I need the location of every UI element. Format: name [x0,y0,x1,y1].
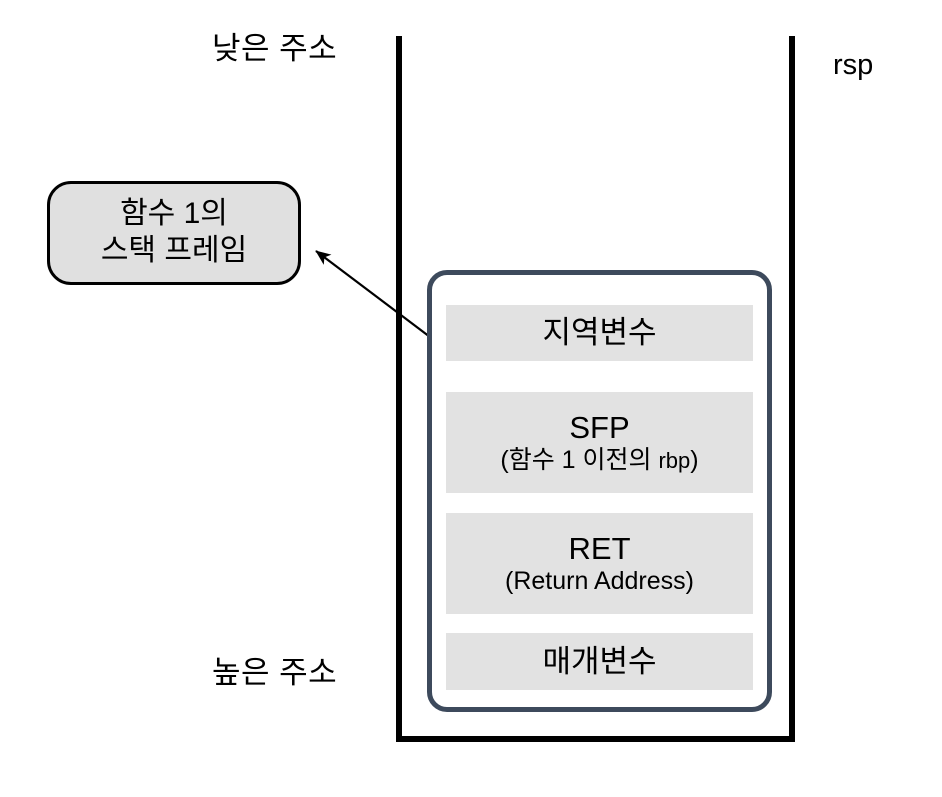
slot-local-variables-title: 지역변수 [542,315,657,351]
slot-saved-frame-pointer: SFP (함수 1 이전의 rbp) [446,392,753,493]
rsp-register-label: rsp [833,49,874,81]
slot-sfp-subtitle: (함수 1 이전의 rbp) [500,445,698,475]
slot-ret-subtitle: (Return Address) [505,567,694,596]
callout-leader-arrow [315,250,431,338]
slot-sfp-subtitle-suffix: ) [690,446,699,475]
slot-sfp-subtitle-register: rbp [658,448,691,474]
slot-local-variables: 지역변수 [446,305,753,361]
high-address-label: 높은 주소 [212,655,338,690]
stack-bottom-boundary-line [396,736,795,742]
slot-sfp-title: SFP [569,409,630,445]
stack-left-boundary-line [396,36,402,742]
slot-return-address: RET (Return Address) [446,513,753,614]
slot-parameters: 매개변수 [446,633,753,690]
slot-ret-title: RET [568,530,631,566]
slot-sfp-subtitle-prefix: (함수 1 이전의 [500,446,659,475]
callout-line-2: 스택 프레임 [100,234,248,267]
stack-frame-callout: 함수 1의 스택 프레임 [47,181,301,285]
slot-parameters-title: 매개변수 [542,643,657,679]
callout-line-1: 함수 1의 [120,197,228,231]
stack-right-boundary-line [789,36,795,742]
low-address-label: 낮은 주소 [212,31,338,66]
